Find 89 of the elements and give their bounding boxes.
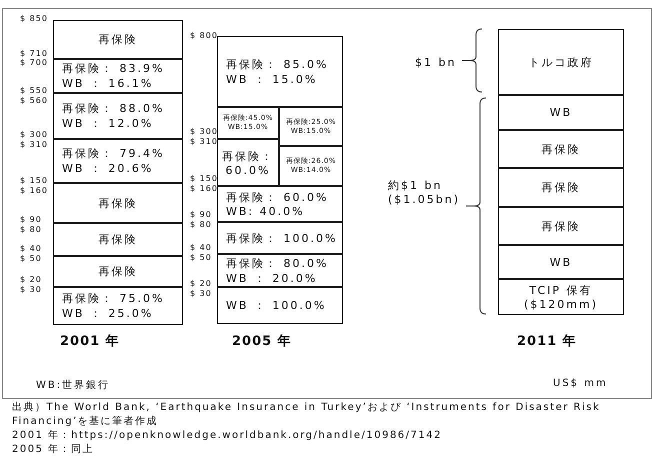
tick-label: $ 550 xyxy=(20,86,48,95)
tick-label: $ 700 xyxy=(20,58,48,67)
layer-box xyxy=(217,222,343,254)
layer-text: WB xyxy=(548,106,574,119)
layer-box xyxy=(53,20,183,59)
layer-text: トルコ政府 xyxy=(528,54,594,70)
year-label: 2011 年 xyxy=(517,333,577,350)
layer-text: 再保険： 60.0% xyxy=(221,148,275,176)
layer-box xyxy=(279,107,343,146)
bracket-label: 約$1 bn ($1.05bn) xyxy=(388,178,462,206)
source-note: 出典）The World Bank, ‘Earthquake Insurance in Turkey’および ‘Instruments for Disaster Risk Financing’を基に筆者作成 xyxy=(12,401,602,429)
layer-box xyxy=(53,223,183,256)
layer-text: WB ： 20.6% xyxy=(61,161,154,176)
tick-label: $ 90 xyxy=(190,210,212,219)
tick-label: $ 80 xyxy=(190,220,212,229)
tick-label: $ 50 xyxy=(20,254,42,263)
layer-box xyxy=(217,287,343,324)
layer-text: WB: 40.0% xyxy=(225,205,306,218)
tick-label: $ 310 xyxy=(20,140,48,149)
layer-text: 再保険： 60.0% xyxy=(225,190,330,205)
source-note: 2005 年：同上 xyxy=(12,442,94,456)
layer-text: 再保険： 83.9% xyxy=(61,61,166,76)
layer-box xyxy=(217,107,279,139)
layer-text: 再保険 xyxy=(540,218,582,234)
layer-box xyxy=(279,146,343,186)
layer-box xyxy=(498,29,624,95)
layer-text: WB ： 16.1% xyxy=(61,76,154,91)
layer-text: WB ： 25.0% xyxy=(61,306,154,321)
layer-text: 再保険： 85.0% xyxy=(225,56,330,72)
layer-text: WB ： 100.0% xyxy=(225,298,328,313)
layer-box xyxy=(498,279,624,315)
layer-box xyxy=(217,254,343,287)
tick-label: $ 150 xyxy=(190,174,218,183)
layer-text: WB ： 15.0% xyxy=(225,72,318,86)
tick-label: $ 30 xyxy=(20,285,42,294)
layer-box xyxy=(217,139,279,186)
tick-label: $ 90 xyxy=(20,215,42,224)
layer-box xyxy=(53,287,183,325)
layer-box xyxy=(217,186,343,222)
layer-box xyxy=(498,95,624,130)
source-note: 2001 年：https://openknowledge.worldbank.org/handle/10986/7142 xyxy=(12,429,442,442)
layer-text: 再保険： 79.4% xyxy=(61,146,166,161)
layer-text: 再保険 xyxy=(98,232,138,247)
layer-box xyxy=(498,207,624,245)
tick-label: $ 300 xyxy=(190,127,218,136)
layer-text: 再保険 xyxy=(540,142,582,156)
tick-label: $ 160 xyxy=(20,186,48,195)
layer-box xyxy=(53,256,183,287)
layer-text: 再保険： 75.0% xyxy=(61,291,166,306)
year-label: 2001 年 xyxy=(60,333,120,350)
layer-box xyxy=(53,139,183,183)
tick-label: $ 150 xyxy=(20,176,48,185)
layer-box xyxy=(498,245,624,279)
legend-note: WB:世界銀行 xyxy=(36,378,110,392)
tick-label: $ 310 xyxy=(190,137,218,146)
tick-label: $ 300 xyxy=(20,130,48,139)
tick-label: $ 560 xyxy=(20,96,48,105)
layer-text: 再保険 xyxy=(98,264,138,279)
layer-text: WB xyxy=(548,256,574,268)
tick-label: $ 160 xyxy=(190,184,218,193)
tick-label: $ 50 xyxy=(190,253,212,262)
layer-text: TCIP 保有 xyxy=(528,283,594,298)
layer-text: WB ： 12.0% xyxy=(61,116,154,131)
layer-box xyxy=(53,59,183,93)
tick-label: $ 40 xyxy=(20,244,42,253)
layer-box xyxy=(217,36,343,107)
layer-text: 再保険 xyxy=(540,180,582,195)
layer-text: WB ： 20.0% xyxy=(225,270,318,286)
layer-text: 再保険： 80.0% xyxy=(225,256,330,270)
bracket-label: $1 bn xyxy=(415,56,456,69)
layer-text: 再保険： 100.0% xyxy=(225,230,338,246)
layer-box xyxy=(53,93,183,139)
layer-text: 再保険 xyxy=(98,196,138,210)
tick-label: $ 80 xyxy=(20,225,42,234)
tick-label: $ 30 xyxy=(190,289,212,298)
tick-label: $ 710 xyxy=(20,49,48,58)
layer-box xyxy=(53,183,183,223)
layer-text: 再保険 xyxy=(98,32,138,47)
unit-label: US$ mm xyxy=(553,378,608,389)
tick-label: $ 800 xyxy=(190,31,218,40)
tick-label: $ 20 xyxy=(190,279,212,288)
tick-label: $ 850 xyxy=(20,14,48,23)
layer-text: 再保険： 88.0% xyxy=(61,101,166,116)
tick-label: $ 20 xyxy=(20,275,42,284)
year-label: 2005 年 xyxy=(232,333,292,350)
layer-box xyxy=(498,168,624,207)
layer-text: ($120mm) xyxy=(522,298,599,311)
tick-label: $ 40 xyxy=(190,243,212,252)
layer-box xyxy=(498,130,624,168)
